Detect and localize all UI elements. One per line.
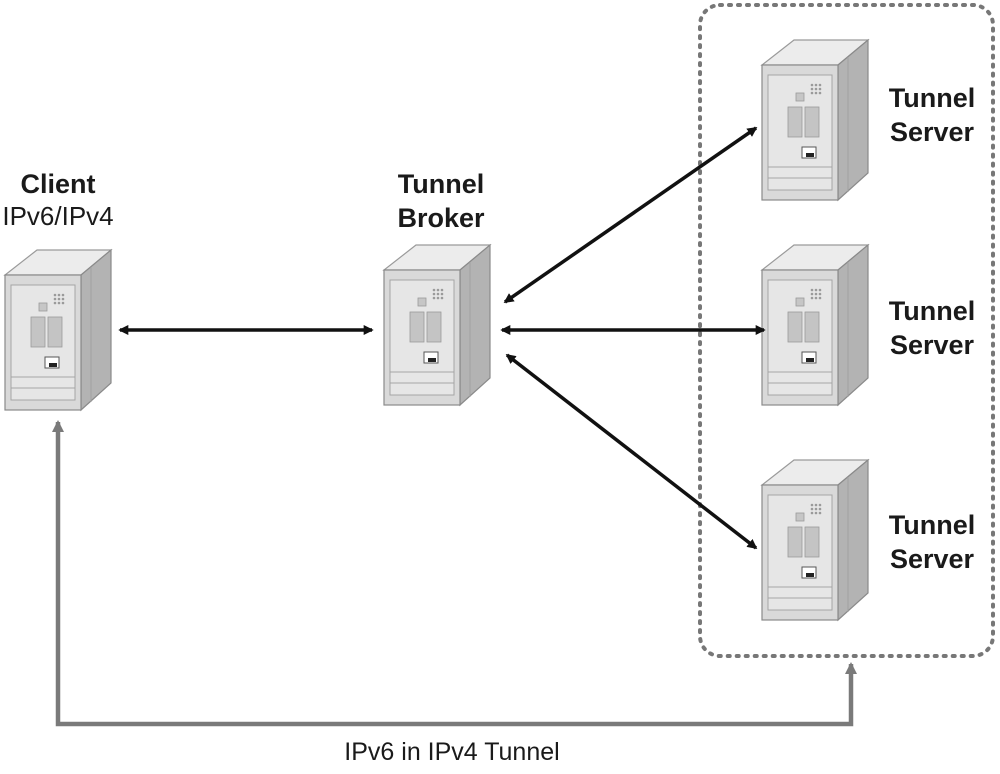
server2-title-line2: Server xyxy=(890,330,975,360)
client-server-icon xyxy=(4,249,112,411)
server3-title-line1: Tunnel xyxy=(889,510,975,540)
ipv6-in-ipv4-tunnel-arrow xyxy=(52,420,857,727)
tunnel-server-1-icon xyxy=(761,39,869,201)
broker-server1-arrow xyxy=(503,126,758,304)
client-subtitle: IPv6/IPv4 xyxy=(2,201,113,231)
broker-title-line1: Tunnel xyxy=(398,169,484,199)
tunnel-label: IPv6 in IPv4 Tunnel xyxy=(344,738,559,766)
tunnel-server-2-icon xyxy=(761,244,869,406)
client-title: Client xyxy=(20,169,95,199)
server1-title-line2: Server xyxy=(890,117,975,147)
server2-title-line1: Tunnel xyxy=(889,296,975,326)
broker-server3-arrow xyxy=(505,353,758,550)
broker-title-line2: Broker xyxy=(397,203,485,233)
server3-title-line2: Server xyxy=(890,544,975,574)
server1-title-line1: Tunnel xyxy=(889,83,975,113)
tunnel-server-3-icon xyxy=(761,459,869,621)
broker-server-icon xyxy=(383,244,491,406)
